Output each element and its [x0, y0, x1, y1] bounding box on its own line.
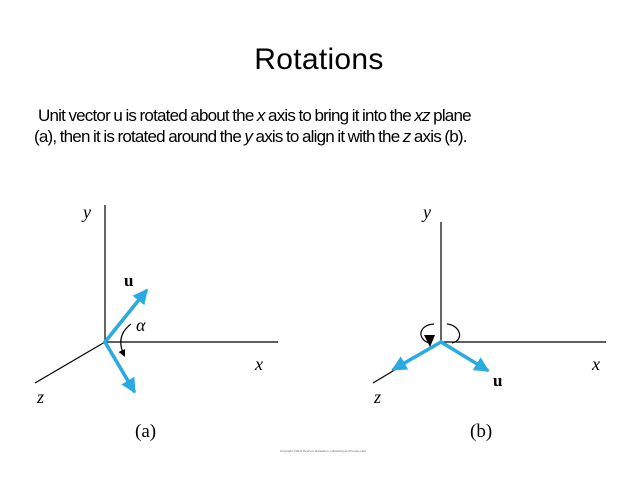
figure-a-x-label: x — [254, 354, 263, 374]
figure-b-z-label: z — [373, 387, 381, 407]
figure-a-z-axis — [34, 341, 106, 384]
figure-a-z-label: z — [36, 387, 44, 407]
figure-a: y u α x z (a) — [34, 202, 278, 442]
body-text-italic: x — [256, 106, 265, 125]
body-text: plane — [429, 106, 471, 125]
figure-b: y x u z (b) — [372, 202, 606, 442]
figure-b-vector-u — [439, 340, 490, 372]
figure-a-u-label: u — [124, 271, 133, 290]
body-text: axis to align it with the — [252, 127, 403, 146]
body-text: (a), then it is rotated around the — [34, 127, 245, 146]
figure-b-x-label: x — [591, 354, 600, 374]
figure-b-rotation-arc — [420, 323, 461, 344]
body-text: axis (b). — [410, 127, 468, 146]
body-text: axis to bring it into the — [264, 106, 415, 125]
slide-title: Rotations — [254, 43, 384, 76]
figure-b-caption: (b) — [470, 421, 492, 442]
body-text-italic: xz — [414, 106, 430, 125]
figure-b-rotation-arrowhead — [424, 335, 435, 347]
body-text-italic: z — [402, 127, 411, 146]
copyright-text: Copyright ©2011 Pearson Education, publi… — [280, 449, 366, 453]
figure-a-vector-u — [103, 288, 148, 344]
slide-body-text: Unit vector u is rotated about the x axi… — [34, 105, 618, 147]
figure-a-alpha-label: α — [136, 315, 146, 335]
figure-a-caption: (a) — [135, 421, 156, 442]
body-text-italic: y — [244, 127, 253, 146]
figure-b-u-label: u — [493, 371, 502, 390]
figure-b-y-label: y — [421, 202, 431, 222]
figure-a-y-label: y — [81, 202, 91, 222]
body-line-1: Unit vector u is rotated about the x axi… — [38, 105, 618, 126]
body-text: Unit vector u is rotated about the — [38, 106, 257, 125]
figure-b-vector-z — [391, 340, 443, 371]
body-line-2: (a), then it is rotated around the y axi… — [34, 126, 618, 147]
figure-a-rotation-arc — [118, 323, 132, 357]
figure-a-vector-rotated — [103, 340, 136, 394]
